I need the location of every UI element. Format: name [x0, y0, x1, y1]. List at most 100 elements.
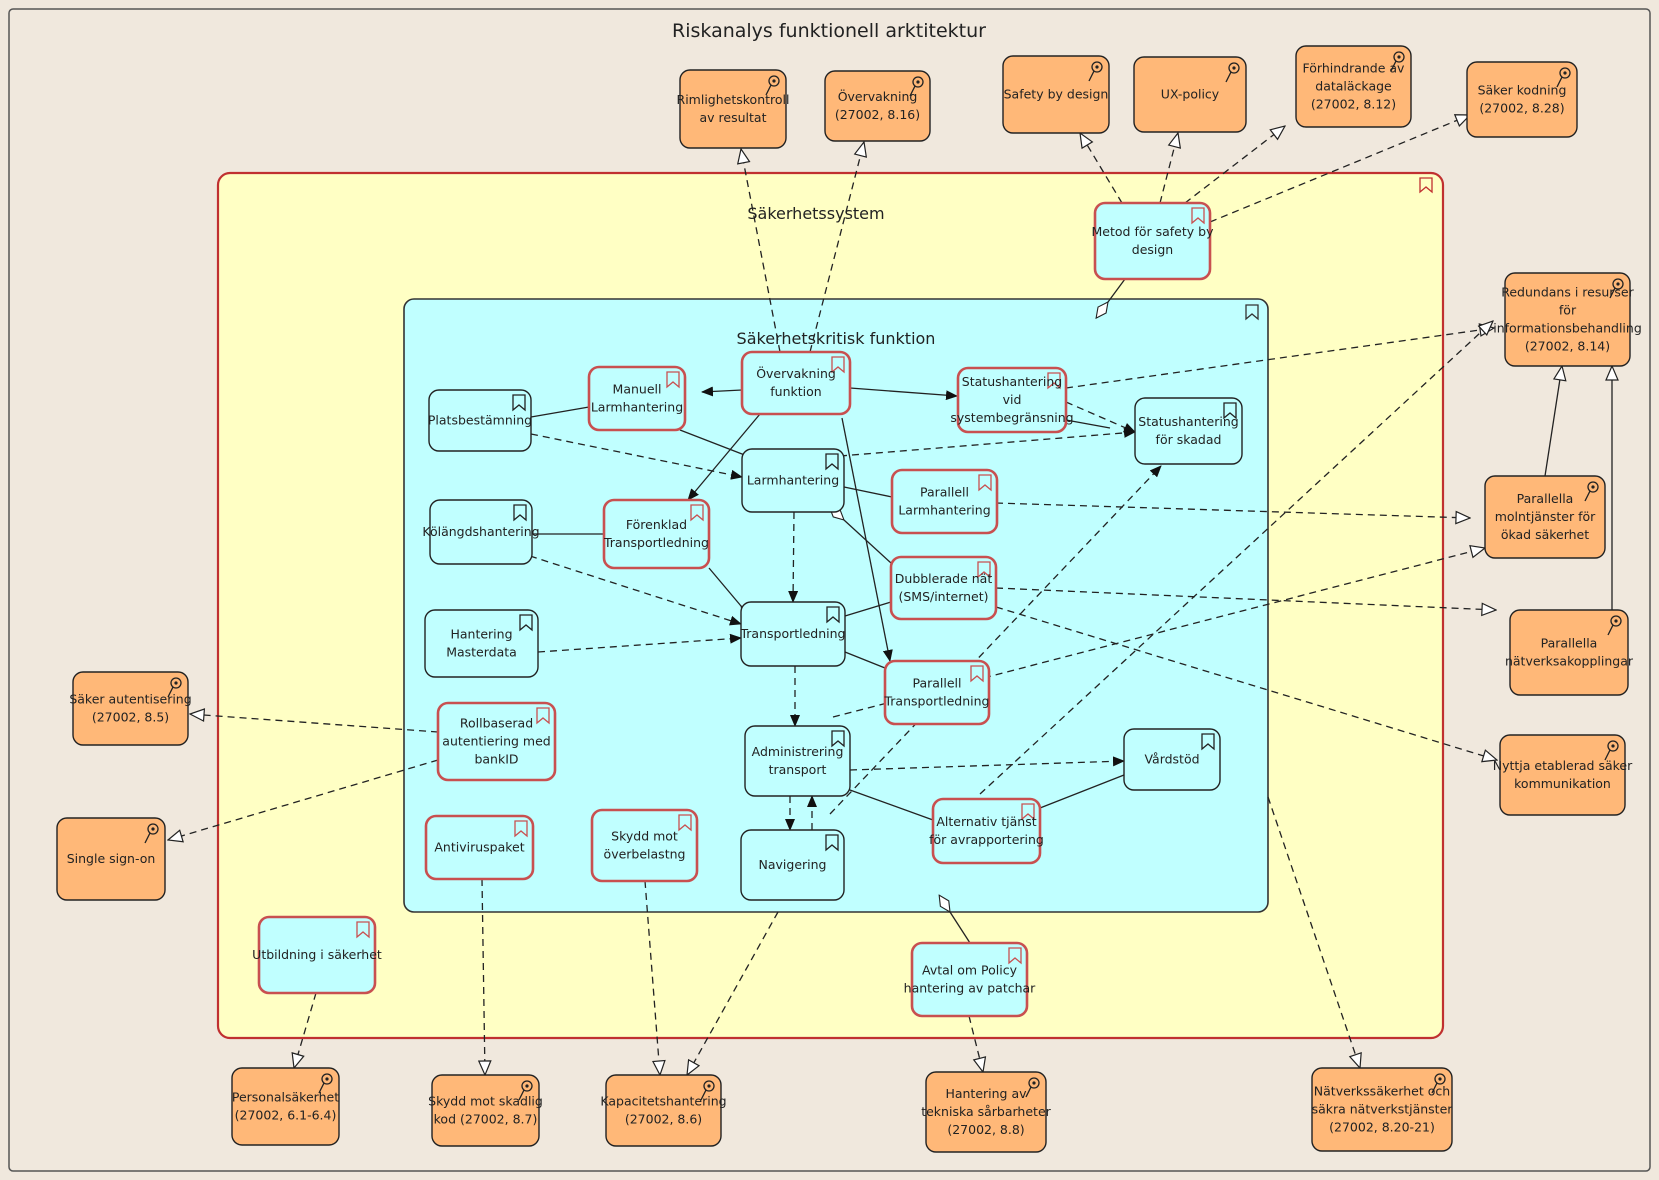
- triggering-connector: [701, 386, 743, 397]
- node-navig[interactable]: Navigering: [740, 829, 845, 901]
- node-overv_req[interactable]: Övervakning(27002, 8.16): [824, 70, 931, 142]
- node-vard[interactable]: Vårdstöd: [1123, 728, 1221, 791]
- aggregation-connector: [950, 912, 971, 944]
- node-plats[interactable]: Platsbestämning: [428, 389, 532, 452]
- bookmark-icon: [831, 730, 845, 748]
- node-autent[interactable]: Säker autentisering(27002, 8.5): [69, 671, 192, 746]
- node-label: för skadad: [1156, 432, 1222, 447]
- node-label: Larmhantering: [747, 473, 839, 488]
- bookmark-icon: [690, 504, 704, 522]
- node-sso[interactable]: Single sign-on: [56, 817, 166, 901]
- requirement-icon: [700, 1080, 715, 1101]
- node-box: [1504, 272, 1631, 367]
- node-box: [428, 389, 532, 452]
- requirement-icon: [909, 76, 924, 97]
- node-label: Övervakning: [756, 365, 836, 381]
- node-label: UX-policy: [1161, 87, 1220, 102]
- flow-connector: [529, 555, 742, 626]
- node-box: [587, 365, 687, 432]
- node-box: [1509, 609, 1629, 696]
- node-label: Platsbestämning: [428, 413, 532, 428]
- node-antivir[interactable]: Antiviruspaket: [424, 814, 535, 881]
- node-box: [910, 941, 1029, 1018]
- requirement-icon: [1390, 51, 1405, 72]
- node-personal[interactable]: Personalsäkerhet(27002, 6.1-6.4): [231, 1067, 340, 1146]
- node-label: Masterdata: [446, 645, 517, 660]
- node-label: Hantering: [450, 627, 512, 642]
- diagram-title: Riskanalys funktionell arktitektur: [672, 20, 986, 42]
- flow-connector: [839, 427, 1136, 457]
- node-safety[interactable]: Safety by design: [1002, 55, 1110, 134]
- node-box: [1311, 1067, 1453, 1152]
- node-label: Säker kodning: [1478, 83, 1567, 98]
- node-transp[interactable]: Transportledning: [739, 601, 846, 667]
- node-label: Nätverkssäkerhet och: [1314, 1084, 1450, 1099]
- node-kodning[interactable]: Säker kodning(27002, 8.28): [1466, 61, 1578, 138]
- node-label: kod (27002, 8.7): [434, 1112, 538, 1127]
- node-label: Transportledning: [739, 626, 845, 641]
- node-box: [679, 69, 787, 149]
- node-label: Transportledning: [883, 694, 989, 709]
- node-label: nätverksakopplingar: [1505, 654, 1634, 669]
- bookmark-icon: [831, 356, 845, 374]
- node-kolang[interactable]: Kölängdshantering: [422, 499, 540, 565]
- node-label: funktion: [770, 384, 821, 399]
- node-box: [424, 609, 539, 678]
- node-box: [602, 498, 711, 570]
- realization-connector: [168, 759, 439, 840]
- node-kapacitet[interactable]: Kapacitetshantering(27002, 8.6): [600, 1074, 727, 1147]
- node-ux[interactable]: UX-policy: [1133, 56, 1247, 133]
- node-label: Larmhantering: [591, 400, 683, 415]
- aggregation-connector: [845, 652, 886, 669]
- node-label: av resultat: [700, 110, 767, 125]
- node-overv_f[interactable]: Övervakning funktion: [740, 350, 852, 416]
- node-box: [740, 829, 845, 901]
- node-redund[interactable]: Redundans i resurserförinformationsbehan…: [1493, 272, 1642, 367]
- node-label: Kapacitetshantering: [600, 1094, 726, 1109]
- aggregation-connector: [850, 790, 934, 821]
- group-label-sakerhetskritisk: Säkerhetskritisk funktion: [737, 329, 936, 348]
- bookmark-icon: [825, 453, 839, 471]
- realization-connector: [294, 992, 317, 1068]
- requirement-icon: [144, 823, 159, 844]
- node-utbild[interactable]: Utbildning i säkerhet: [252, 915, 382, 995]
- requirement-icon: [318, 1073, 333, 1094]
- node-label: Utbildning i säkerhet: [252, 947, 382, 962]
- node-box: [741, 448, 845, 513]
- aggregation-connector: [708, 567, 741, 606]
- node-larm[interactable]: Larmhantering: [741, 448, 845, 513]
- bookmark-icon: [826, 606, 840, 624]
- node-label: (27002, 8.14): [1525, 339, 1610, 354]
- node-label: Avtal om Policy: [922, 963, 1018, 978]
- node-label: Dubblerade nät: [895, 571, 993, 586]
- bookmark-icon: [1223, 402, 1237, 420]
- bookmark-icon: [666, 371, 680, 389]
- flow-connector: [829, 465, 1162, 815]
- bookmark-icon: [1419, 177, 1433, 194]
- node-dubbel[interactable]: Dubblerade nät(SMS/internet): [889, 555, 998, 621]
- bookmark-icon: [513, 504, 527, 522]
- node-label: Antiviruspaket: [434, 840, 524, 855]
- node-label: vid: [1003, 392, 1022, 407]
